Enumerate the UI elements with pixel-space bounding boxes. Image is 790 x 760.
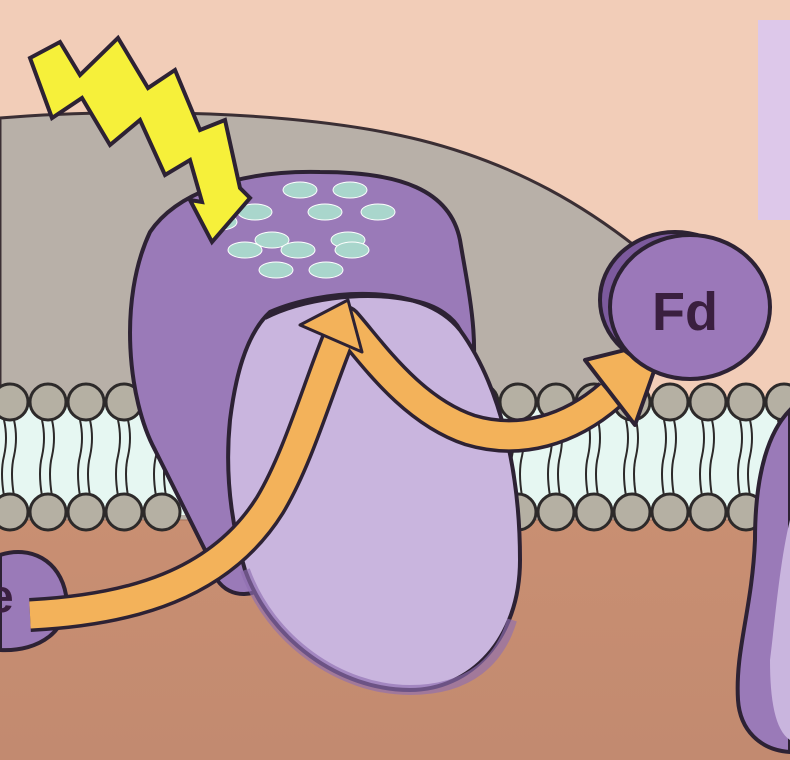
right-lavender-strip bbox=[758, 20, 790, 220]
lipid-head bbox=[614, 494, 650, 530]
lipid-head bbox=[0, 384, 28, 420]
ferredoxin-label: Fd bbox=[652, 282, 718, 342]
chlorophyll-dot bbox=[335, 242, 369, 258]
chlorophyll-dot bbox=[361, 204, 395, 220]
lipid-head bbox=[728, 384, 764, 420]
lipid-head bbox=[0, 494, 28, 530]
chlorophyll-dot bbox=[308, 204, 342, 220]
lipid-head bbox=[652, 494, 688, 530]
lipid-head bbox=[106, 494, 142, 530]
left-partial-label: e bbox=[0, 570, 14, 622]
lipid-head bbox=[652, 384, 688, 420]
lipid-head bbox=[576, 494, 612, 530]
chlorophyll-dot bbox=[228, 242, 262, 258]
chlorophyll-dot bbox=[309, 262, 343, 278]
lipid-head bbox=[30, 384, 66, 420]
lipid-head bbox=[690, 494, 726, 530]
chlorophyll-dot bbox=[333, 182, 367, 198]
chlorophyll-dot bbox=[281, 242, 315, 258]
lipid-head bbox=[690, 384, 726, 420]
lipid-head bbox=[538, 494, 574, 530]
chlorophyll-dot bbox=[283, 182, 317, 198]
lipid-head bbox=[144, 494, 180, 530]
chlorophyll-dot bbox=[259, 262, 293, 278]
lipid-head bbox=[68, 494, 104, 530]
lipid-head bbox=[68, 384, 104, 420]
lipid-head bbox=[30, 494, 66, 530]
lipid-head bbox=[500, 384, 536, 420]
